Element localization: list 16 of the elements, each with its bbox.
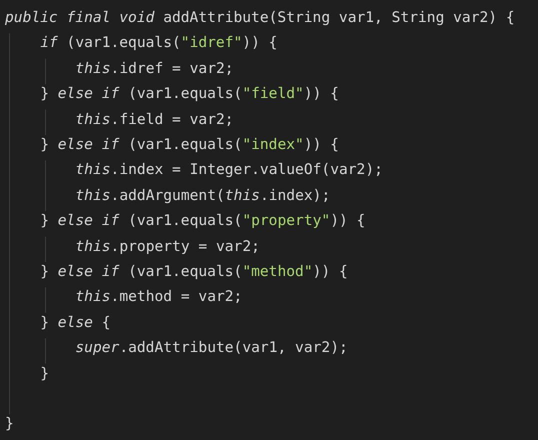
code-line: this.method = var2; xyxy=(75,287,242,308)
code-line: this.field = var2; xyxy=(75,110,234,130)
code-line: this.idref = var2; xyxy=(75,58,234,79)
code-line: this.addArgument(this.index); xyxy=(75,186,330,206)
code-line: public final void addAttribute(String var1, String var2) { xyxy=(5,8,515,28)
code-line: } else if (var1.equals("field")) { xyxy=(40,84,339,104)
code-line: } xyxy=(40,364,49,384)
code-line: } xyxy=(5,414,14,434)
code-line: } else if (var1.equals("method")) { xyxy=(40,262,348,282)
code-line: } else if (var1.equals("property")) { xyxy=(40,211,366,232)
code-line: this.property = var2; xyxy=(75,236,260,257)
code-line: super.addAttribute(var1, var2); xyxy=(75,338,348,358)
code-line: } else if (var1.equals("index")) { xyxy=(40,135,339,155)
code-line: this.index = Integer.valueOf(var2); xyxy=(75,160,383,180)
code-line: if (var1.equals("idref")) { xyxy=(40,33,278,54)
code-line: } else { xyxy=(40,312,110,333)
